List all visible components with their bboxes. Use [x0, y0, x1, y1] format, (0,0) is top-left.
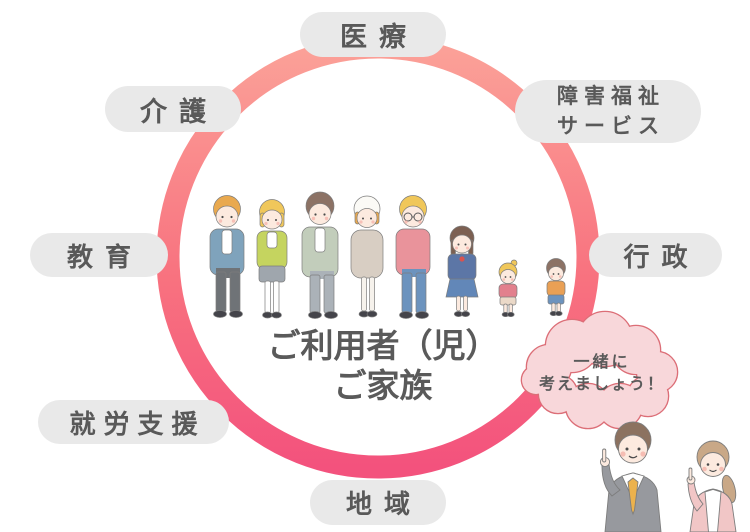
label-text: 教育	[66, 241, 143, 272]
person-man-pink-sweater	[395, 195, 431, 319]
label-text-line1: 障害福祉	[557, 85, 665, 109]
speech-bubble-line1: 一緒に	[573, 354, 631, 371]
label-text: 行政	[623, 241, 700, 272]
circle-label-government: 行政	[589, 233, 722, 277]
person-woman-hoodie	[350, 195, 384, 318]
speech-bubble-text: 一緒に 考えましょう！	[512, 352, 692, 395]
person-man-cardigan	[301, 191, 339, 319]
circle-label-medical: 医療	[300, 12, 446, 57]
staff-man	[599, 421, 662, 532]
circle-label-employment-support: 就労支援	[38, 400, 229, 444]
person-woman-vest	[256, 199, 288, 319]
label-text: 就労支援	[69, 408, 206, 439]
center-label: ご利用者（児） ご家族	[233, 327, 533, 405]
label-text: 地域	[345, 489, 422, 519]
label-text: 医療	[340, 22, 418, 52]
label-text: 介護	[140, 96, 218, 127]
person-schoolgirl	[445, 225, 479, 317]
label-text-line2: サービス	[557, 114, 665, 138]
person-man-denim	[209, 195, 245, 318]
circle-label-community: 地域	[310, 480, 446, 525]
circle-label-nursing-care: 介護	[105, 86, 241, 132]
circle-label-education: 教育	[30, 233, 168, 277]
person-toddler-boy	[546, 258, 566, 317]
circle-label-disability-welfare: 障害福祉 サービス	[515, 80, 701, 143]
speech-bubble-line2: 考えましょう！	[538, 375, 665, 393]
staff-woman	[686, 440, 737, 532]
person-toddler-girl	[498, 259, 518, 318]
center-label-line1: ご利用者（児）	[267, 327, 499, 364]
center-label-line2: ご家族	[333, 367, 433, 405]
